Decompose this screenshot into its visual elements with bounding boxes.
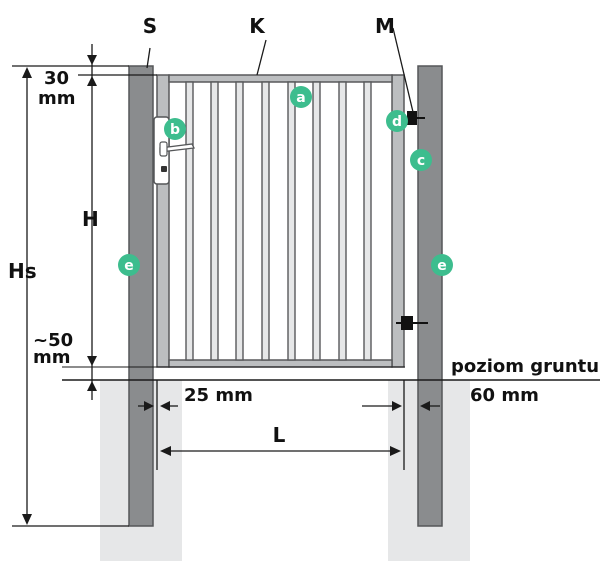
dim-25-marker: [138, 380, 178, 470]
gate-bars: [185, 81, 372, 361]
badge-e-right: e: [431, 254, 453, 276]
height-dimension-chain: [78, 44, 157, 400]
label-dim-60: 60 mm: [470, 385, 539, 406]
label-h: H: [82, 207, 99, 231]
l-dimension: [160, 446, 401, 456]
label-l: L: [273, 423, 286, 447]
svg-text:e: e: [124, 258, 134, 274]
label-k: K: [249, 14, 266, 38]
svg-text:e: e: [437, 258, 447, 274]
left-post: [128, 65, 154, 527]
label-dim-30-unit: mm: [38, 88, 76, 109]
hinge-icon: [396, 316, 428, 330]
svg-text:b: b: [170, 122, 180, 138]
gate-bar: [261, 81, 270, 361]
gate-bar: [312, 81, 321, 361]
svg-text:a: a: [296, 90, 305, 106]
gate-bar: [210, 81, 219, 361]
label-dim-25: 25 mm: [184, 385, 253, 406]
gate-bar: [338, 81, 347, 361]
dim-60-marker: [362, 380, 440, 470]
label-dim-50-value: ~50: [33, 330, 73, 351]
badge-b: b: [164, 118, 186, 140]
badge-e-left: e: [118, 254, 140, 276]
badge-d: d: [386, 110, 408, 132]
gate-bar: [363, 81, 372, 361]
m-leader-line: [392, 27, 414, 113]
svg-text:c: c: [417, 153, 425, 169]
badge-c: c: [410, 149, 432, 171]
label-m: M: [375, 14, 395, 38]
label-ground-level: poziom gruntu: [451, 356, 599, 377]
label-dim-30-value: 30: [44, 68, 69, 89]
label-s: S: [143, 14, 157, 38]
hs-dimension: [12, 65, 129, 527]
svg-text:d: d: [392, 114, 402, 130]
label-dim-50-unit: mm: [33, 347, 71, 368]
right-post: [417, 65, 443, 527]
gate-bar: [287, 81, 296, 361]
s-leader-line: [146, 47, 151, 69]
gate-bar: [185, 81, 194, 361]
k-leader-line: [256, 39, 267, 76]
gate-bar: [235, 81, 244, 361]
badge-a: a: [290, 86, 312, 108]
label-hs: Hs: [8, 259, 37, 283]
